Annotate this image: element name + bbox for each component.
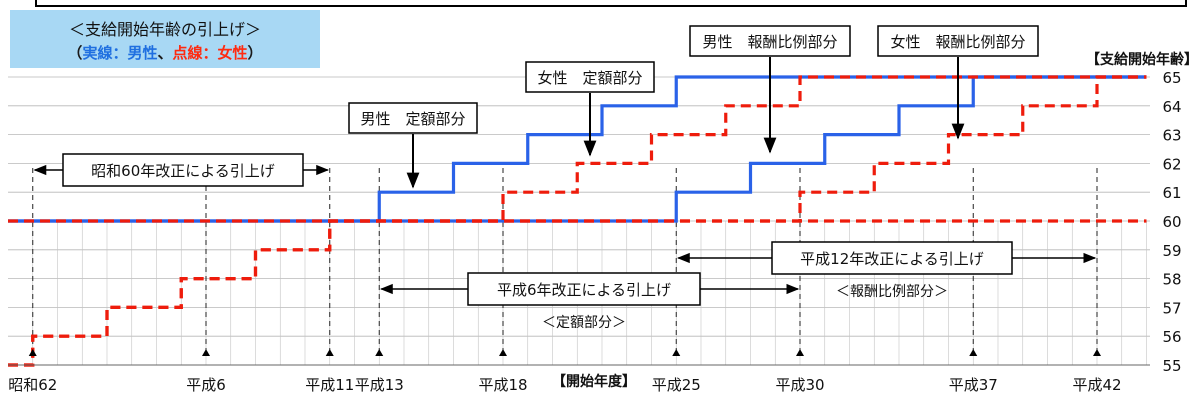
legend-solid-label: 実線 bbox=[82, 44, 113, 62]
span-label: 平成12年改正による引上げ bbox=[800, 250, 984, 268]
y-tick-label: 56 bbox=[1162, 328, 1181, 346]
x-tick-label: 昭和62 bbox=[8, 376, 57, 394]
span-label-box bbox=[467, 272, 701, 306]
legend-close-paren: ） bbox=[247, 44, 263, 62]
x-tick-label: 平成42 bbox=[1072, 376, 1121, 394]
chart-annotations: 男性 定額部分 女性 定額部分 男性 報酬比例部分 女性 報酬比例部分昭和60年改正に… bbox=[33, 25, 1097, 331]
legend-key: （実線：男性、点線：女性） bbox=[10, 42, 320, 63]
y-tick-label: 55 bbox=[1162, 357, 1181, 375]
x-tick-marker bbox=[796, 349, 804, 356]
x-tick-marker bbox=[28, 349, 37, 356]
span-label: 平成6年改正による引上げ bbox=[497, 281, 671, 299]
y-tick-label: 65 bbox=[1162, 69, 1181, 87]
callout-label: 女性 報酬比例部分 bbox=[890, 33, 1025, 51]
y-tick-label: 60 bbox=[1162, 213, 1181, 231]
legend-open-paren: （ bbox=[67, 44, 83, 62]
callout-box bbox=[877, 25, 1039, 57]
callout-label: 男性 報酬比例部分 bbox=[702, 33, 837, 51]
span-sublabel: ＜定額部分＞ bbox=[542, 315, 626, 331]
legend-colon-2: ： bbox=[202, 44, 218, 62]
legend-separator: 、 bbox=[157, 44, 173, 62]
x-tick-marker bbox=[1093, 349, 1101, 356]
callout-box bbox=[348, 102, 478, 134]
x-axis-label: 【開始年度】 bbox=[552, 373, 636, 390]
callout-box bbox=[525, 61, 655, 93]
x-tick-marker bbox=[672, 349, 681, 356]
y-tick-label: 63 bbox=[1162, 127, 1181, 145]
span-label-box bbox=[771, 241, 1013, 275]
callout-label: 男性 定額部分 bbox=[360, 110, 465, 128]
x-tick-marker bbox=[375, 349, 384, 356]
span-label-box bbox=[62, 153, 304, 187]
x-tick-label: 平成11 bbox=[305, 376, 354, 394]
callout-label: 女性 定額部分 bbox=[537, 69, 642, 87]
y-tick-label: 64 bbox=[1162, 98, 1181, 116]
x-tick-marker bbox=[499, 349, 507, 356]
x-tick-label: 平成13 bbox=[355, 376, 404, 394]
x-tick-label: 平成6 bbox=[186, 376, 226, 394]
y-tick-label: 62 bbox=[1162, 155, 1181, 173]
y-tick-label: 57 bbox=[1162, 299, 1181, 317]
y-tick-label: 58 bbox=[1162, 271, 1181, 289]
legend-male-label: 男性 bbox=[127, 44, 158, 62]
female-dotted-series-line bbox=[8, 75, 1147, 223]
legend-title: ＜支給開始年齢の引上げ＞ bbox=[68, 20, 261, 39]
x-tick-marker bbox=[325, 349, 334, 356]
legend-dotted-label: 点線 bbox=[172, 44, 203, 62]
y-axis-label: 【支給開始年齢】 bbox=[1086, 51, 1198, 68]
x-tick-label: 平成18 bbox=[478, 376, 527, 394]
chart-axes: 55 56 57 58 59 60 61 62 63 64 65【支給開始年齢】昭和62 平成6 平成1… bbox=[8, 51, 1198, 394]
x-tick-label: 平成30 bbox=[775, 376, 824, 394]
y-tick-label: 61 bbox=[1162, 184, 1181, 202]
legend-female-label: 女性 bbox=[217, 44, 248, 62]
callout-box bbox=[689, 25, 851, 57]
x-tick-label: 平成25 bbox=[652, 376, 701, 394]
legend-colon-1: ： bbox=[112, 44, 128, 62]
male-solid-series-line bbox=[8, 75, 1147, 223]
span-sublabel: ＜報酬比例部分＞ bbox=[836, 284, 948, 300]
span-label: 昭和60年改正による引上げ bbox=[91, 162, 275, 180]
chart-series bbox=[8, 75, 1147, 367]
male-solid-series-line bbox=[8, 75, 1147, 223]
x-tick-marker bbox=[969, 349, 978, 356]
x-tick-label: 平成37 bbox=[949, 376, 998, 394]
x-tick-marker bbox=[202, 349, 210, 356]
top-frame-border bbox=[35, 0, 1187, 7]
y-tick-label: 59 bbox=[1162, 242, 1181, 260]
legend-box: ＜支給開始年齢の引上げ＞ （実線：男性、点線：女性） bbox=[10, 10, 320, 68]
